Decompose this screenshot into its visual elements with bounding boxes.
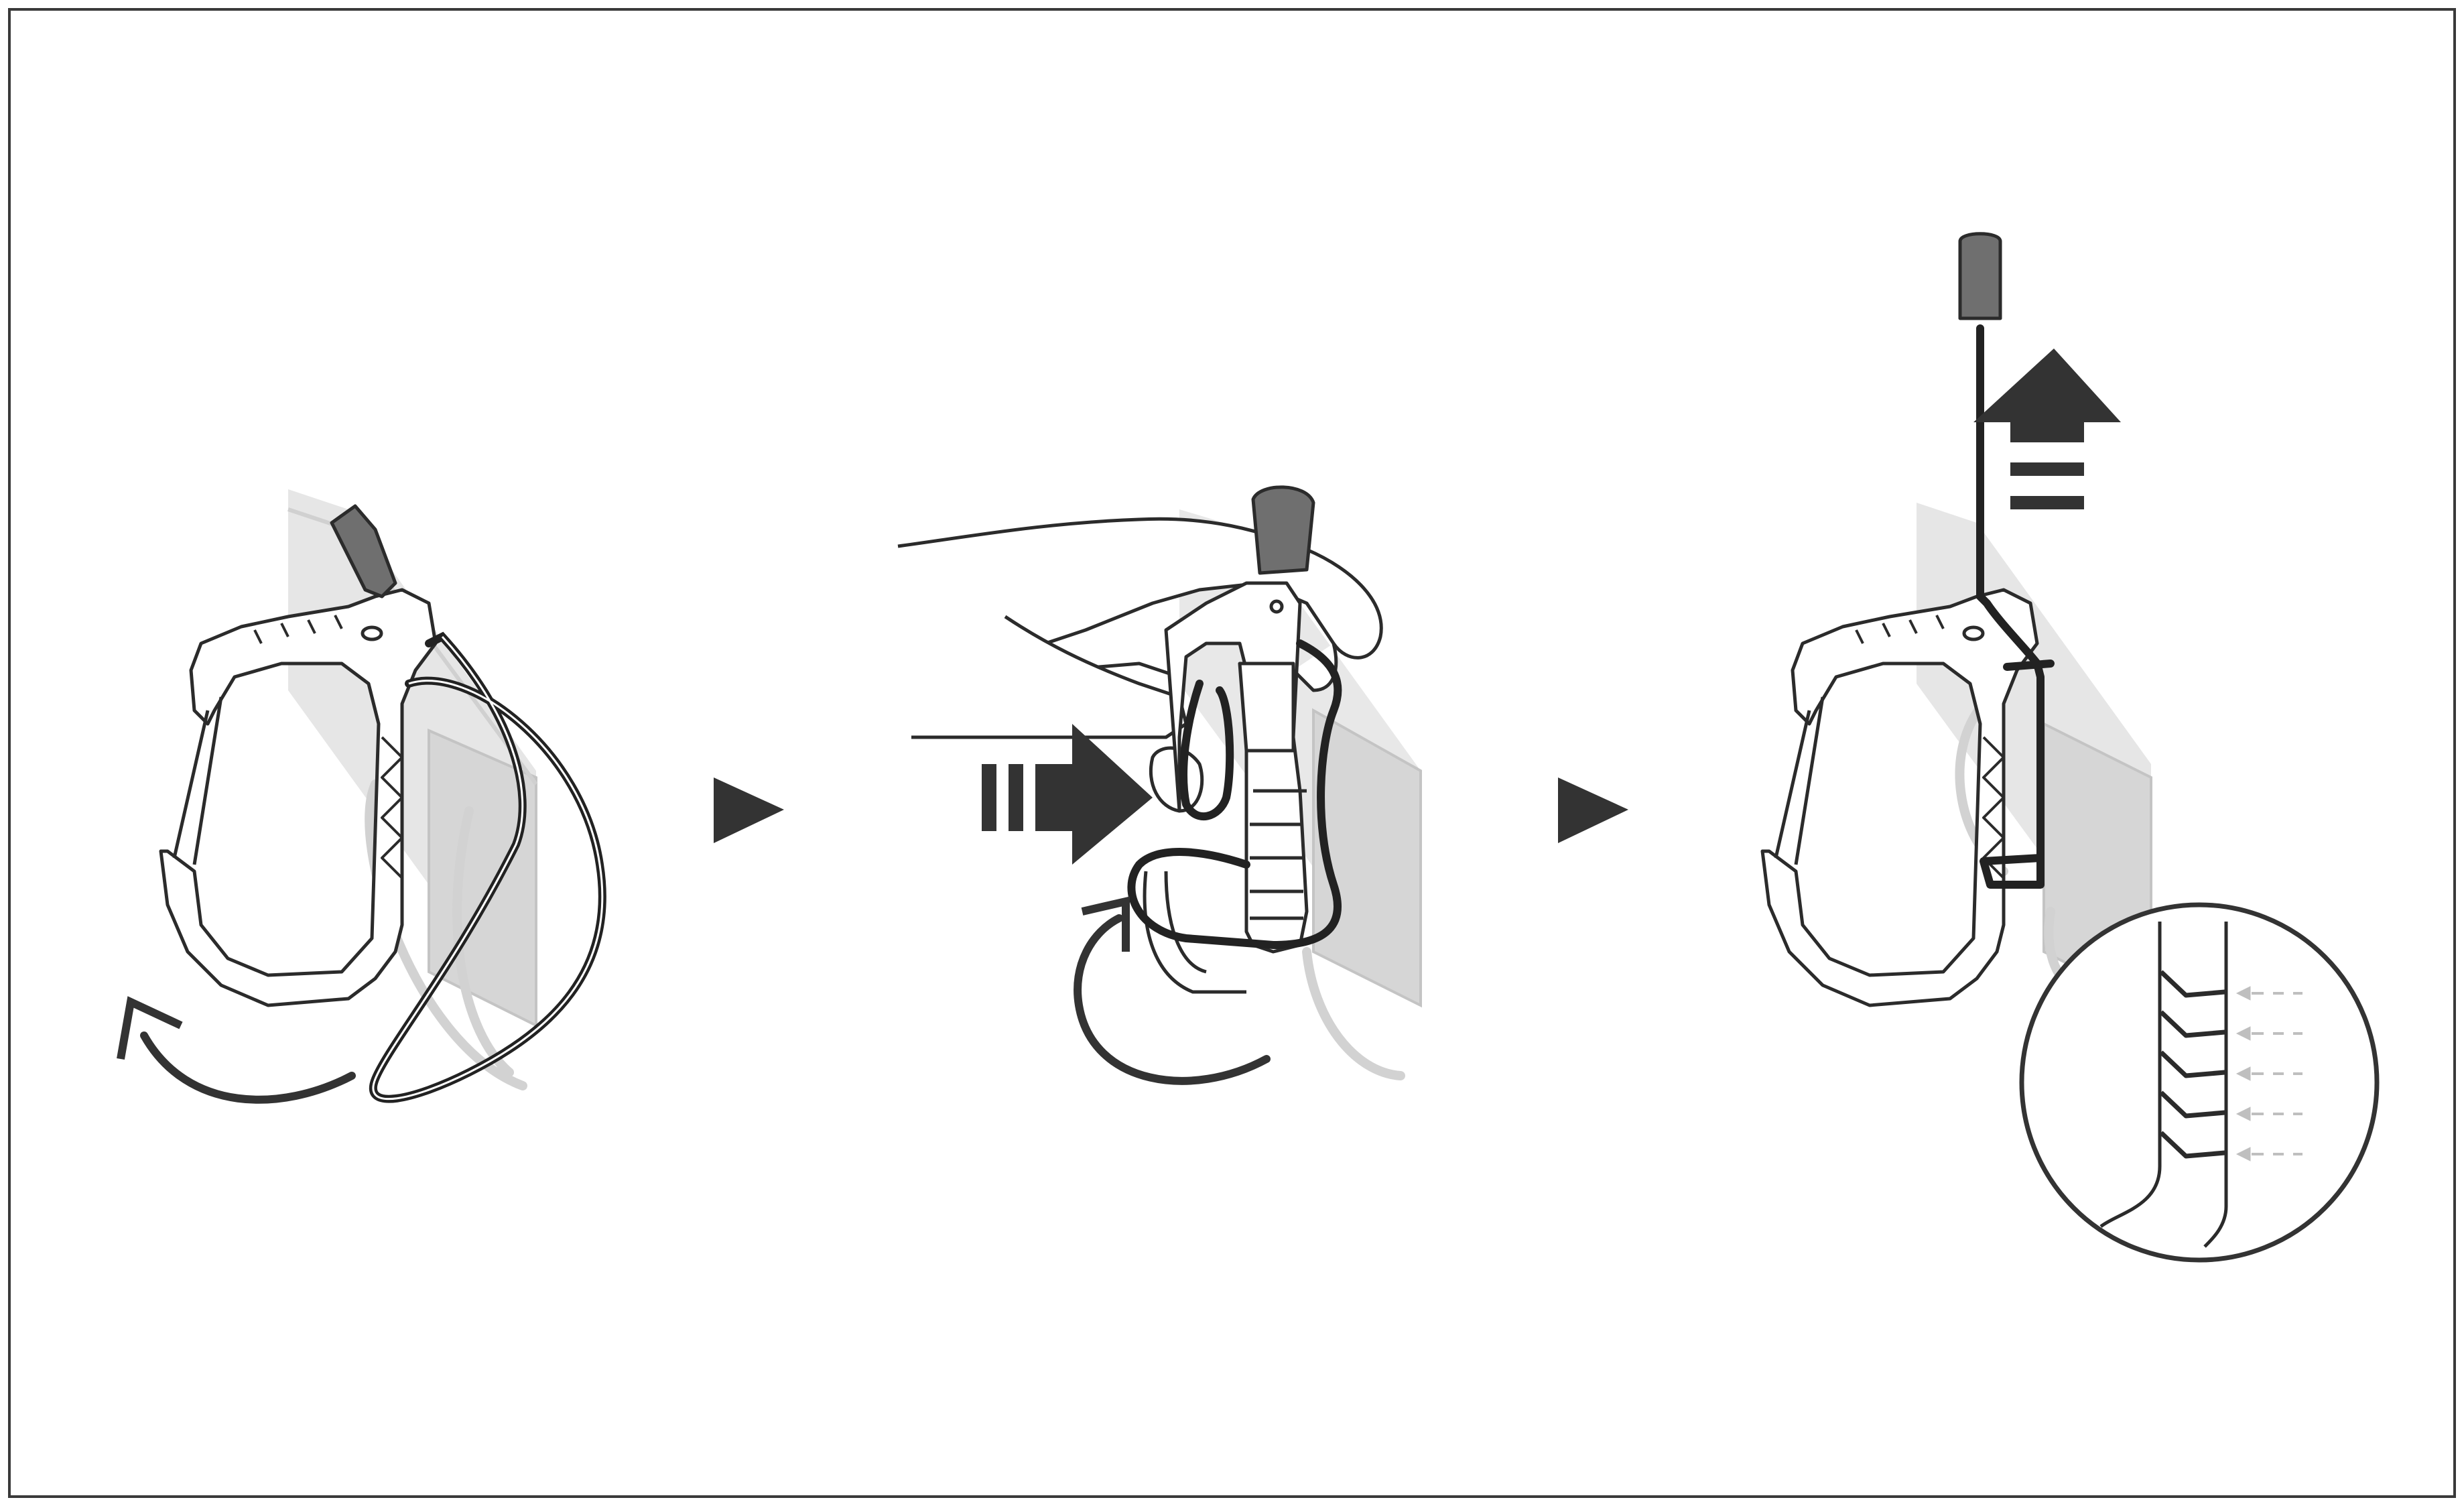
rotate-arrow-icon — [1074, 896, 1271, 1085]
rotate-arrow-icon — [117, 996, 356, 1104]
carabiner — [1760, 588, 2039, 1007]
push-arrow-icon — [982, 724, 1153, 865]
step-2-panel — [897, 485, 1422, 1085]
play-arrow-icon — [714, 777, 784, 843]
cord-pulled — [1976, 324, 2055, 889]
play-arrow-icon — [1558, 777, 1628, 843]
pull-tab — [330, 504, 397, 599]
pull-tab — [1958, 232, 2002, 320]
ghost-cord — [1302, 947, 1405, 1080]
figure-border — [8, 8, 2456, 1498]
cord-loop — [1127, 639, 1342, 949]
carabiner — [159, 588, 438, 1007]
mounting-plate — [287, 489, 538, 1028]
groove-chevrons — [2159, 970, 2225, 1159]
step-1-panel — [117, 489, 606, 1104]
groove-indicator-arrows — [2235, 986, 2303, 1162]
step-3-panel — [1760, 232, 2380, 1263]
pull-tab — [1251, 485, 1315, 575]
pull-up-arrow-icon — [1973, 349, 2121, 509]
detail-callout — [2019, 902, 2380, 1263]
